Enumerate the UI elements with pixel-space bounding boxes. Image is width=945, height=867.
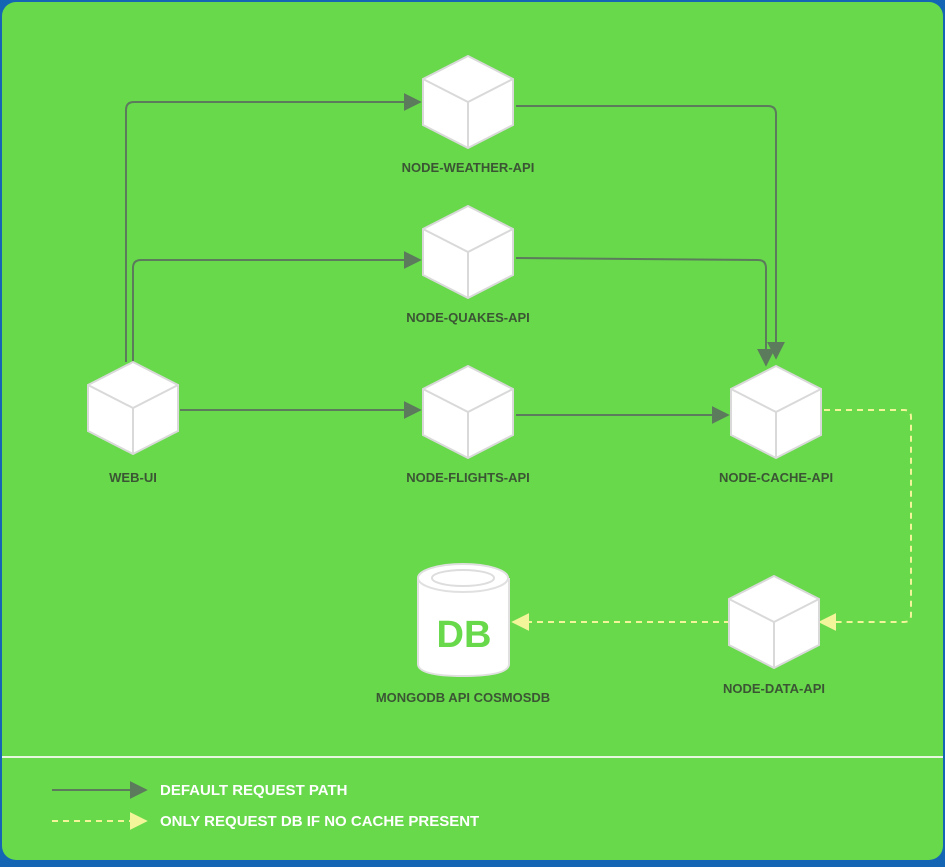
- node-cache-api[interactable]: NODE-CACHE-API: [719, 365, 833, 485]
- node-label: NODE-WEATHER-API: [402, 160, 535, 175]
- node-database[interactable]: DB MONGODB API COSMOSDB: [376, 563, 550, 705]
- node-label: NODE-FLIGHTS-API: [406, 470, 530, 485]
- node-web-ui[interactable]: WEB-UI: [87, 361, 179, 485]
- node-label: MONGODB API COSMOSDB: [376, 690, 550, 705]
- legend: DEFAULT REQUEST PATH ONLY REQUEST DB IF …: [52, 781, 479, 830]
- database-icon: DB: [417, 563, 510, 678]
- edge-webui-quakes: [132, 251, 422, 362]
- node-label: NODE-QUAKES-API: [406, 310, 530, 325]
- node-data-api[interactable]: NODE-DATA-API: [723, 575, 825, 696]
- db-icon-text: DB: [437, 614, 492, 656]
- node-label: NODE-DATA-API: [723, 681, 825, 696]
- node-label: NODE-CACHE-API: [719, 470, 833, 485]
- node-quakes-api[interactable]: NODE-QUAKES-API: [406, 205, 530, 325]
- node-weather-api[interactable]: NODE-WEATHER-API: [402, 55, 535, 175]
- edge-cache-data: [818, 409, 912, 631]
- legend-dashed-label: ONLY REQUEST DB IF NO CACHE PRESENT: [160, 813, 479, 830]
- node-flights-api[interactable]: NODE-FLIGHTS-API: [406, 365, 530, 485]
- edge-webui-weather: [125, 93, 422, 362]
- edge-quakes-cache: [515, 257, 775, 367]
- legend-default-label: DEFAULT REQUEST PATH: [160, 782, 348, 799]
- node-label: WEB-UI: [109, 470, 157, 485]
- edge-weather-cache: [516, 105, 785, 360]
